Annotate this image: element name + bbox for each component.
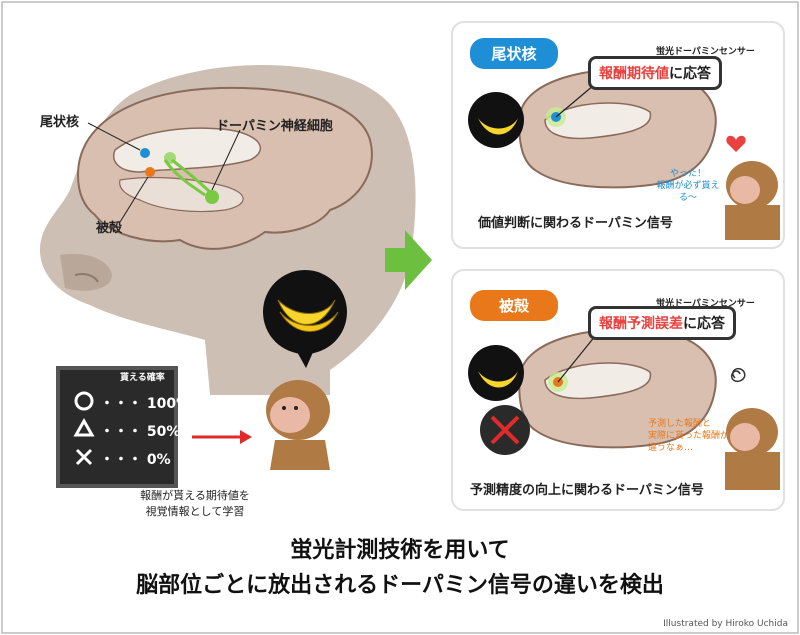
- title-line-1: 蛍光計測技術を用いて: [290, 538, 510, 563]
- probability-board: [56, 366, 178, 488]
- ventricle-bottom: [544, 362, 652, 400]
- brain-ventricle: [113, 127, 262, 173]
- putamen-leader: [119, 176, 149, 223]
- neuron-leader: [211, 129, 241, 191]
- monkey-confused: [725, 408, 780, 490]
- monkey-small-center: [266, 380, 330, 470]
- board-dots: ・・・: [100, 396, 142, 412]
- brain-large: [76, 86, 373, 250]
- board-dots: ・・・: [100, 452, 142, 468]
- speech-bubble: [263, 270, 347, 354]
- circle-symbol-icon: [74, 391, 94, 411]
- monkey-nostril: [74, 272, 99, 283]
- dopamine-neuron: [163, 152, 219, 204]
- board-row-cross: ・・・ 0%: [100, 449, 171, 469]
- caudate-leader: [87, 122, 141, 151]
- caption-bottom: 予測精度の向上に関わるドーパミン信号: [470, 483, 704, 498]
- board-dots: ・・・: [100, 424, 142, 440]
- label-dopamine-neuron: ドーパミン神経細胞: [216, 119, 333, 134]
- response-suffix: に応答: [683, 316, 725, 332]
- heart-icon: [726, 135, 746, 152]
- speech-happy: やった！ 報酬が必ず貰える〜: [656, 169, 720, 204]
- speech-bubble-tail: [296, 350, 314, 368]
- response-highlight: 報酬期待値: [599, 66, 669, 82]
- confusion-scribble-icon: [730, 367, 746, 383]
- board-row-triangle: ・・・ 50%: [100, 421, 180, 441]
- triangle-symbol-icon: [73, 417, 95, 437]
- sensor-response-bottom: 報酬予測誤差に応答: [588, 306, 736, 340]
- board-value: 0%: [146, 452, 171, 468]
- illustrator-credit: Illustrated by Hiroko Uchida: [663, 619, 788, 629]
- caption-top: 価値判断に関わるドーパミン信号: [478, 216, 673, 231]
- response-suffix: に応答: [669, 66, 711, 82]
- board-value: 50%: [146, 424, 181, 440]
- green-arrow: [385, 230, 432, 290]
- pill-putamen: 被殻: [470, 290, 558, 321]
- banana-icon: [277, 299, 339, 332]
- label-caudate: 尾状核: [40, 115, 80, 130]
- banana-icon-bottom: [478, 371, 518, 388]
- speech-confused: 予測した報酬と 実際に貰った報酬が 違うなぁ…: [648, 419, 730, 454]
- pill-caudate: 尾状核: [470, 38, 558, 69]
- title-line-2: 脳部位ごとに放出されるドーパミン信号の違いを検出: [136, 573, 664, 598]
- monkey-happy: [725, 161, 780, 240]
- board-title: 貰える確率: [120, 373, 165, 383]
- putamen-dot: [145, 167, 155, 177]
- red-arrow-head: [240, 430, 252, 444]
- cross-icon: [490, 415, 520, 445]
- left-caption: 報酬が貰える期待値を 視覚情報として学習: [140, 489, 250, 518]
- monkey-nose: [60, 253, 112, 291]
- sensor-response-top: 報酬期待値に応答: [588, 56, 722, 90]
- ventricle-top: [544, 102, 652, 140]
- speech-bubble-bottom-banana: [468, 345, 524, 401]
- label-putamen: 被殻: [96, 221, 123, 236]
- banana-icon-top: [478, 118, 518, 135]
- board-row-circle: ・・・ 100%: [100, 393, 190, 413]
- sensor-tag-bottom: 蛍光ドーパミンセンサー: [656, 299, 755, 309]
- response-highlight: 報酬予測誤差: [599, 316, 683, 332]
- speech-bubble-top: [468, 92, 524, 148]
- caudate-dot: [140, 148, 150, 158]
- board-value: 100%: [146, 396, 191, 412]
- cross-symbol-icon: [75, 448, 93, 466]
- sensor-tag-top: 蛍光ドーパミンセンサー: [656, 47, 755, 57]
